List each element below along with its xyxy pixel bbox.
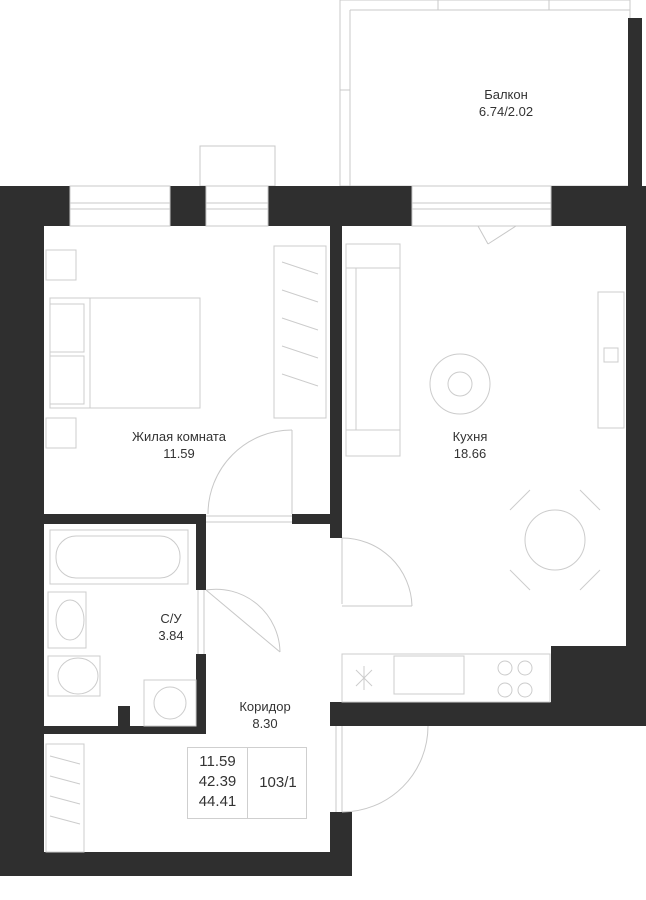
area-summary-values: 11.59 42.39 44.41	[188, 748, 248, 818]
room-living-area: 11.59	[163, 446, 195, 461]
summary-living-area: 11.59	[199, 753, 236, 770]
room-corridor-name: Коридор	[239, 699, 291, 714]
room-corridor: Коридор 8.30	[239, 698, 290, 732]
room-balcony-area: 6.74/2.02	[478, 104, 534, 119]
room-living-name: Жилая комната	[132, 429, 226, 444]
area-summary-table: 11.59 42.39 44.41 103/1	[187, 747, 307, 819]
doors	[197, 225, 517, 813]
furniture	[45, 243, 625, 853]
room-bathroom-area: 3.84	[158, 628, 184, 643]
balcony-outline	[199, 0, 631, 187]
summary-apartment-number: 103/1	[259, 774, 297, 791]
room-bathroom-name: С/У	[160, 611, 182, 626]
room-balcony-name: Балкон	[484, 87, 528, 102]
walls	[0, 18, 646, 876]
room-kitchen: Кухня 18.66	[453, 428, 488, 462]
room-balcony: Балкон 6.74/2.02	[479, 86, 533, 120]
room-corridor-area: 8.30	[252, 716, 278, 731]
room-living: Жилая комната 11.59	[132, 428, 226, 462]
summary-total-area: 42.39	[198, 773, 237, 790]
summary-total-with-balcony: 44.41	[198, 793, 237, 810]
windows	[69, 185, 552, 227]
room-kitchen-area: 18.66	[453, 446, 487, 461]
room-kitchen-name: Кухня	[452, 429, 488, 444]
room-bathroom: С/У 3.84	[158, 610, 183, 644]
